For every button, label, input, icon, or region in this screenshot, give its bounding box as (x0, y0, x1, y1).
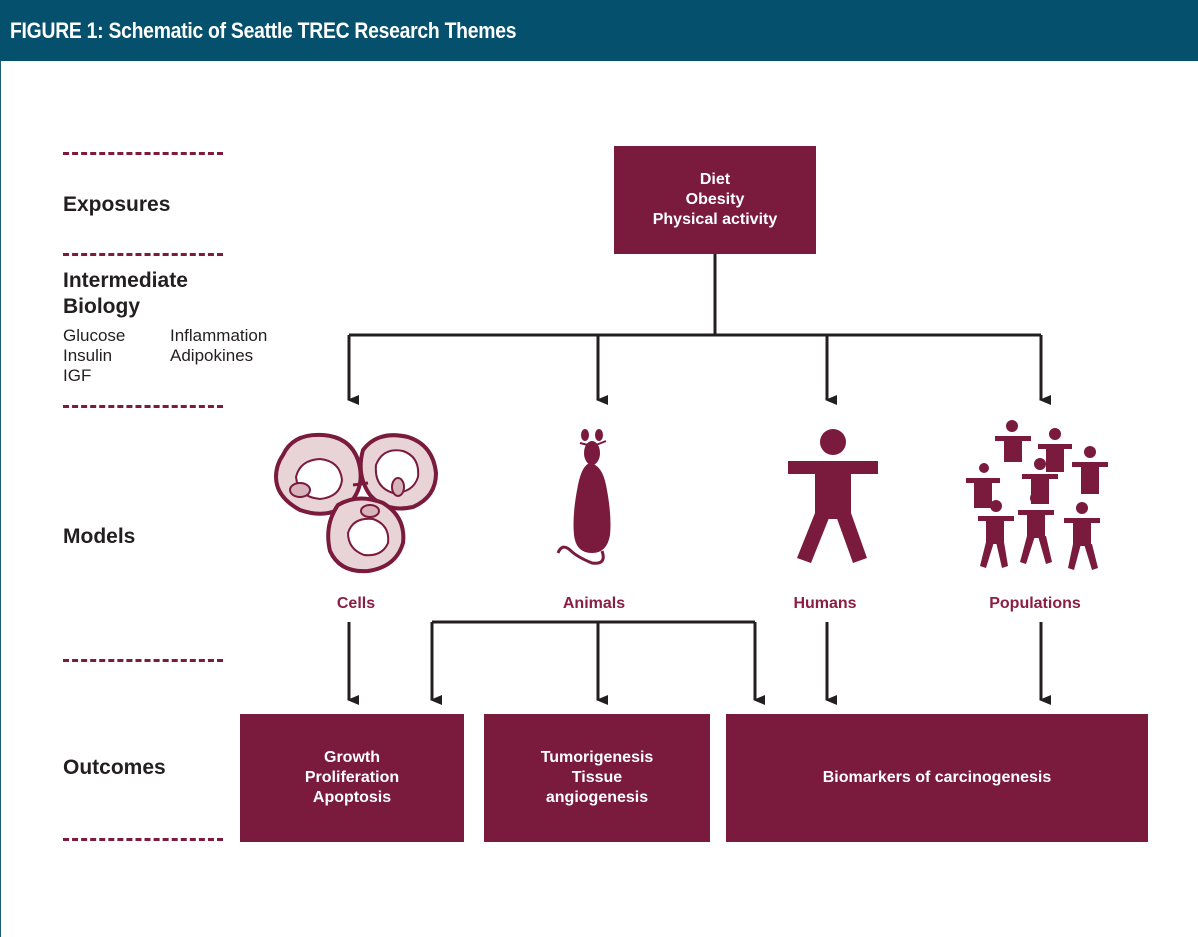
exposure-box: Diet Obesity Physical activity (614, 146, 816, 254)
human-icon (788, 429, 878, 563)
row-divider (63, 152, 223, 155)
outcome-item: angiogenesis (545, 789, 649, 806)
row-divider (63, 838, 223, 841)
intermediate-list-left: Glucose Insulin IGF (63, 326, 125, 386)
row-label-outcomes: Outcomes (63, 756, 166, 779)
row-label-exposures: Exposures (63, 193, 171, 216)
outcome-item: Tissue (571, 769, 623, 786)
row-divider (63, 253, 223, 256)
intermediate-item: IGF (63, 366, 92, 385)
mouse-icon (556, 429, 611, 565)
row-divider (63, 405, 223, 408)
outcome-item: Biomarkers of carcinogenesis (822, 769, 1052, 786)
cells-icon (273, 432, 439, 574)
figure-title: FIGURE 1: Schematic of Seattle TREC Rese… (10, 18, 517, 43)
population-icon (966, 420, 1108, 570)
outcome-box-biomarkers: Biomarkers of carcinogenesis (726, 714, 1148, 842)
outcome-box-growth: Growth Proliferation Apoptosis (240, 714, 464, 842)
model-label-populations: Populations (989, 595, 1081, 612)
model-label-cells: Cells (336, 595, 376, 612)
outcome-item: Tumorigenesis (540, 749, 654, 766)
figure-header: FIGURE 1: Schematic of Seattle TREC Rese… (0, 0, 1198, 61)
model-label-humans: Humans (793, 595, 857, 612)
row-label-intermediate: Intermediate Biology (63, 269, 188, 318)
intermediate-item: Adipokines (170, 346, 254, 365)
model-label-animals: Animals (562, 595, 626, 612)
intermediate-item: Glucose (63, 326, 126, 345)
exposure-item: Obesity (685, 191, 745, 208)
row-label-models: Models (63, 525, 136, 548)
intermediate-list-right: Inflammation Adipokines (170, 326, 267, 366)
intermediate-item: Insulin (63, 346, 113, 365)
exposure-item: Physical activity (652, 211, 778, 228)
intermediate-item: Inflammation (170, 326, 268, 345)
row-divider (63, 659, 223, 662)
exposure-item: Diet (699, 171, 731, 188)
outcome-item: Proliferation (304, 769, 400, 786)
outcome-box-tumorigenesis: Tumorigenesis Tissue angiogenesis (484, 714, 710, 842)
outcome-item: Apoptosis (312, 789, 392, 806)
outcome-item: Growth (324, 749, 380, 766)
